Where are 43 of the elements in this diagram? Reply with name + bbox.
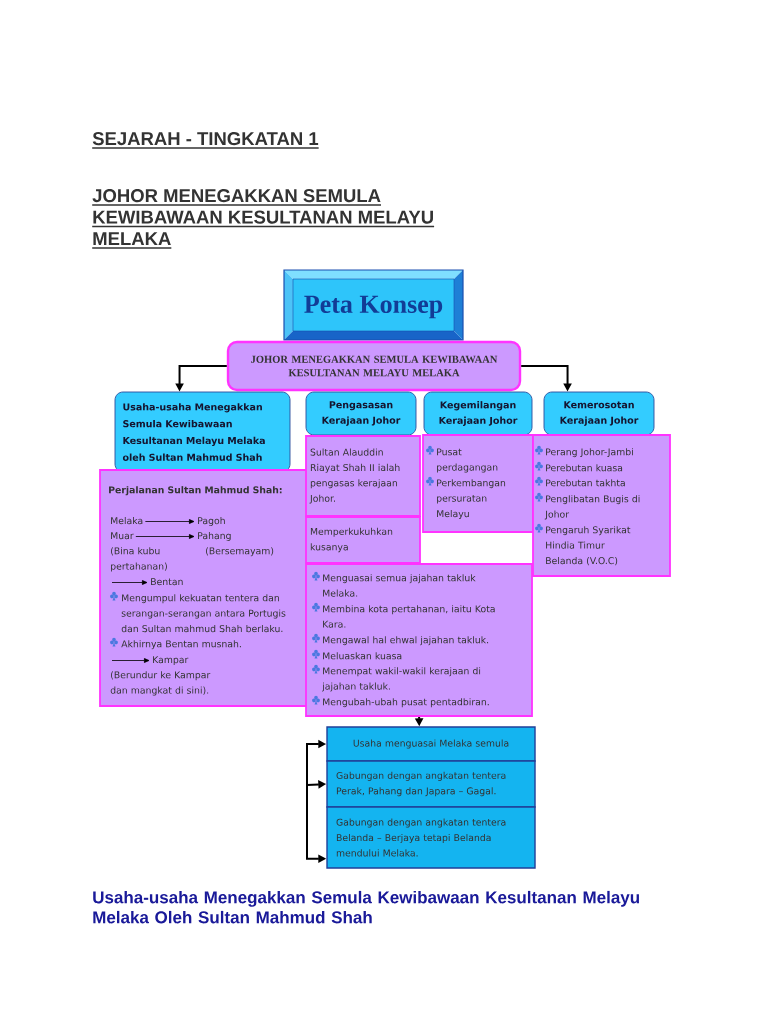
list-item: Perebutan takhta [546, 479, 625, 487]
heading-box: Usaha-usaha Menegakkan Semula Kewibawaan Kesultanan Melayu Melaka oleh Sultan Mahmud Shah [114, 391, 291, 473]
section-heading: Usaha-usaha Menegakkan Semula Kewibawaan Kesultanan Melayu Melaka Oleh Sultan Mahmud Shah [93, 890, 639, 924]
list-item: Perebutan kuasa [546, 464, 623, 472]
note-text: (Bersemayam) [206, 547, 274, 557]
box-heading: Perjalanan Sultan Mahmud Shah: [109, 486, 282, 496]
place-name: Pagoh [198, 516, 225, 526]
list-item: Membina kota pertahanan, iaitu Kota Kara. [323, 605, 495, 628]
note-box: Sultan Alauddin Riayat Shah II ialah pengasas kerajaan Johor. [305, 435, 421, 517]
route-arrow [111, 658, 150, 663]
heading-box: Kemerosotan Kerajaan Johor [543, 391, 655, 436]
note-text: (Bina kubu pertahanan) [111, 547, 167, 572]
list-item: Perang Johor-Jambi [546, 448, 633, 458]
subject-heading: SEJARAH - TINGKATAN 1 [91, 132, 320, 149]
place-name: Bentan [151, 578, 183, 586]
step-box: Gabungan dengan angkatan tentera Belanda – Berjaya tetapi Belanda mendului Melaka. [326, 806, 536, 869]
title-banner: Peta Konsep [283, 269, 464, 341]
place-name: Pahang [198, 531, 231, 541]
note-text: (Berundur ke Kampar dan mangkat di sini). [110, 671, 211, 696]
route-arrow [111, 580, 148, 585]
list-item: Akhirnya Bentan musnah. [121, 640, 241, 650]
list-item: Menempat wakil-wakil kerajaan di jajahan takluk. [322, 667, 481, 692]
page-title: JOHOR MENEGAKKAN SEMULA KEWIBAWAAN KESULTANAN MELAYU MELAKA [91, 189, 435, 249]
note-box: Memperkukuhkan kusanya [305, 516, 421, 564]
heading-box: Kegemilangan Kerajaan Johor [423, 391, 533, 436]
heading-box: Pengasasan Kerajaan Johor [305, 391, 417, 436]
topic-box: JOHOR MENEGAKKAN SEMULA KEWIBAWAAN KESULTANAN MELAYU MELAKA [226, 340, 522, 392]
list-item: Mengubah-ubah pusat pentadbiran. [323, 698, 489, 708]
route-arrow [135, 534, 195, 539]
list-item: Pusat perdagangan [437, 448, 498, 473]
step-box: Usaha menguasai Melaka semula [326, 726, 536, 762]
list-item: Pengaruh Syarikat Hindia Timur Belanda (V.O.C) [546, 526, 631, 566]
list-item: Mengumpul kekuatan tentera dan serangan-serangan antara Portugis dan Sultan mahmud Shah berlaku. [121, 594, 286, 633]
place-name: Melaka [111, 516, 143, 525]
place-name: Muar [111, 532, 134, 540]
place-name: Kampar [153, 656, 189, 665]
list-item: Perkembangan persuratan Melayu [437, 479, 506, 519]
route-arrow [144, 519, 195, 524]
list-item: Penglibatan Bugis di Johor [544, 495, 640, 520]
list-item: Menguasai semua jajahan takluk Melaka. [323, 574, 476, 597]
list-item: Mengawal hal ehwal jajahan takluk. [323, 636, 489, 646]
list-item: Meluaskan kuasa [323, 652, 402, 660]
step-box: Gabungan dengan angkatan tentera Perak, Pahang dan Japara – Gagal. [326, 760, 536, 808]
